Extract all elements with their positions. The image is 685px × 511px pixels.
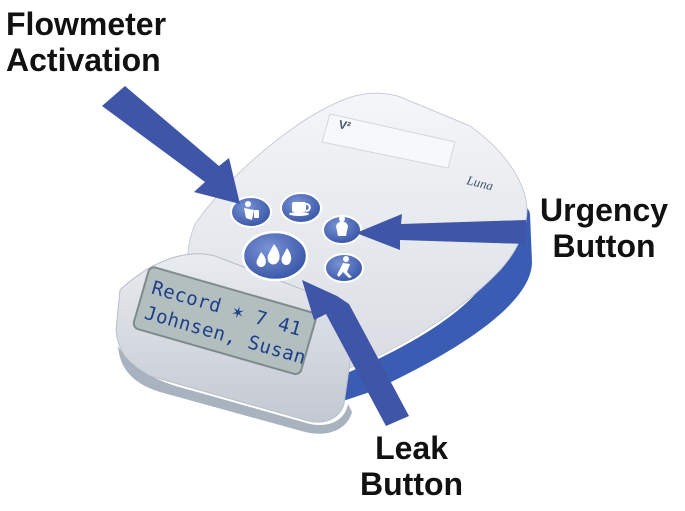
device-corner-label: Luna [464, 172, 495, 193]
beverage-button[interactable] [280, 192, 322, 224]
device-base-shadow [118, 346, 352, 434]
arrow-flowmeter [102, 86, 240, 204]
device-brand-mark: V² [337, 117, 352, 133]
callout-leak-line2: Button [360, 466, 464, 502]
urgency-icon [336, 216, 348, 236]
leak-button[interactable] [241, 230, 309, 282]
lcd-display: Record ✶ 7 41 Johnsen, Susan [132, 266, 317, 376]
beverage-icon [289, 202, 311, 216]
arrow-leak [302, 280, 409, 426]
flowmeter-activation-button[interactable] [230, 196, 272, 228]
callout-flowmeter-activation: Flowmeter Activation [6, 6, 166, 78]
arrow-urgency [356, 214, 526, 250]
callout-urgency-line1: Urgency [540, 192, 669, 228]
activity-button[interactable] [324, 253, 364, 283]
urgency-button[interactable] [322, 215, 362, 245]
callout-urgency-button: Urgency Button [540, 192, 668, 264]
flowmeter-activation-icon [244, 201, 259, 220]
activity-icon [337, 256, 352, 278]
device-label-plate [321, 113, 456, 169]
callout-flowmeter-line1: Flowmeter [6, 6, 167, 42]
callout-leak-line1: Leak [375, 430, 448, 466]
callout-flowmeter-line2: Activation [6, 42, 161, 78]
callout-urgency-line2: Button [552, 228, 656, 264]
callout-leak-button: Leak Button [360, 430, 463, 502]
leak-icon [256, 244, 292, 268]
